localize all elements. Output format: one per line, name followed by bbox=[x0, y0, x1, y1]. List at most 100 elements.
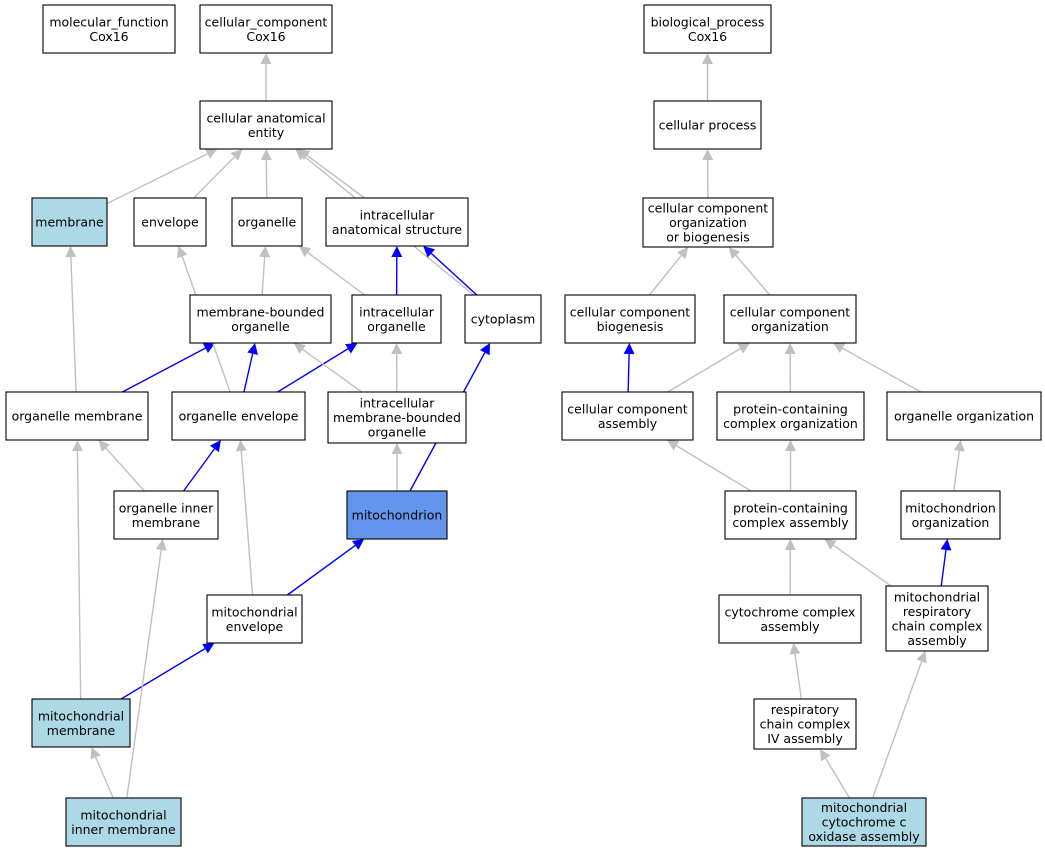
node-label-line: mitochondrial bbox=[894, 589, 980, 604]
node-oo[interactable]: organelle organization bbox=[886, 391, 1042, 441]
node-box bbox=[885, 585, 989, 652]
node-envelope[interactable]: envelope bbox=[133, 197, 207, 247]
arrowhead-organelle-to-cae bbox=[260, 149, 272, 161]
node-box bbox=[31, 698, 131, 748]
node-cp[interactable]: cellular process bbox=[653, 100, 762, 150]
edge-cytoplasm-to-ias bbox=[430, 252, 478, 296]
node-label-line: cytoplasm bbox=[471, 312, 536, 327]
edge-om-to-membrane bbox=[70, 256, 77, 393]
node-box bbox=[753, 698, 857, 750]
arrowhead-oim-to-om bbox=[98, 440, 111, 452]
node-label-line: mitochondrial bbox=[211, 604, 297, 619]
arrowhead-rcc4a-to-cyca bbox=[789, 643, 801, 655]
node-box bbox=[351, 294, 442, 344]
node-cytoplasm[interactable]: cytoplasm bbox=[464, 294, 542, 344]
arrowhead-ccob-to-cp bbox=[702, 149, 714, 161]
node-label-line: chain complex bbox=[760, 717, 851, 732]
arrowhead-mm-to-me bbox=[202, 643, 215, 654]
edge-rcc4a-to-cyca bbox=[794, 653, 803, 700]
arrowhead-pcca-to-cca bbox=[667, 440, 680, 451]
node-box bbox=[206, 594, 303, 644]
node-label-line: cellular process bbox=[659, 118, 757, 133]
node-label-line: organelle bbox=[231, 319, 290, 334]
edge-mrcca-to-pcca bbox=[833, 544, 892, 587]
arrowhead-mim-to-mm bbox=[90, 747, 101, 760]
node-mito[interactable]: mitochondrion bbox=[346, 490, 448, 540]
edge-envelope-to-cae bbox=[193, 156, 236, 199]
arrowhead-cca-to-cco bbox=[737, 343, 750, 354]
node-label-line: organelle bbox=[368, 425, 427, 440]
node-box bbox=[65, 797, 182, 847]
node-label-line: entity bbox=[248, 125, 285, 140]
node-label-line: organelle envelope bbox=[179, 409, 299, 424]
arrowhead-oe-to-io bbox=[345, 343, 358, 354]
node-label-line: membrane-bounded bbox=[197, 304, 325, 319]
node-om[interactable]: organelle membrane bbox=[5, 391, 149, 441]
node-organelle[interactable]: organelle bbox=[231, 197, 303, 247]
node-label-line: molecular_function bbox=[49, 14, 168, 29]
node-membrane[interactable]: membrane bbox=[31, 197, 108, 247]
node-box bbox=[199, 100, 333, 150]
edge-cca-to-ccb bbox=[627, 353, 630, 393]
edge-oo-to-cco bbox=[842, 347, 922, 393]
node-label-line: intracellular bbox=[360, 396, 436, 411]
node-box bbox=[171, 391, 306, 441]
arrowhead-io-to-ias bbox=[391, 246, 403, 258]
node-label-line: complex assembly bbox=[732, 515, 849, 530]
edge-cca-to-cco bbox=[667, 348, 741, 393]
edge-ias-to-cae bbox=[306, 154, 366, 199]
arrowhead-ccb-to-ccob bbox=[677, 247, 689, 260]
arrowhead-cca-to-ccb bbox=[623, 343, 635, 355]
edge-mm-to-om bbox=[76, 450, 82, 700]
node-label-line: cytochrome c bbox=[822, 815, 907, 830]
arrowhead-mito-to-cytoplasm bbox=[479, 343, 491, 356]
arrowhead-oo-to-cco bbox=[833, 343, 846, 354]
edge-membrane-to-cae bbox=[106, 153, 208, 205]
node-box bbox=[199, 4, 333, 54]
node-box bbox=[189, 294, 332, 344]
node-label-line: protein-containing bbox=[733, 401, 848, 416]
node-label-line: biological_process bbox=[651, 14, 765, 29]
node-label-line: organelle bbox=[238, 215, 297, 230]
arrowhead-mo-to-oo bbox=[953, 440, 965, 452]
edge-oim-to-om bbox=[105, 447, 145, 492]
node-label-line: cellular component bbox=[730, 304, 850, 319]
node-box bbox=[325, 197, 469, 247]
node-label-line: or biogenesis bbox=[666, 230, 750, 245]
node-label-line: mitochondrial bbox=[821, 800, 907, 815]
arrowhead-mito-to-imbo bbox=[391, 443, 403, 454]
arrowhead-oim-to-oe bbox=[209, 440, 221, 453]
edge-mm-to-me bbox=[120, 648, 206, 700]
edge-oe-to-io bbox=[277, 348, 349, 393]
node-box bbox=[643, 4, 772, 54]
node-label-line: protein-containing bbox=[733, 500, 848, 515]
node-oe[interactable]: organelle envelope bbox=[171, 391, 306, 441]
edge-mrcca-to-mo bbox=[940, 549, 947, 587]
arrowhead-mim-to-oim bbox=[155, 539, 167, 551]
node-label-line: cytochrome complex bbox=[725, 604, 856, 619]
